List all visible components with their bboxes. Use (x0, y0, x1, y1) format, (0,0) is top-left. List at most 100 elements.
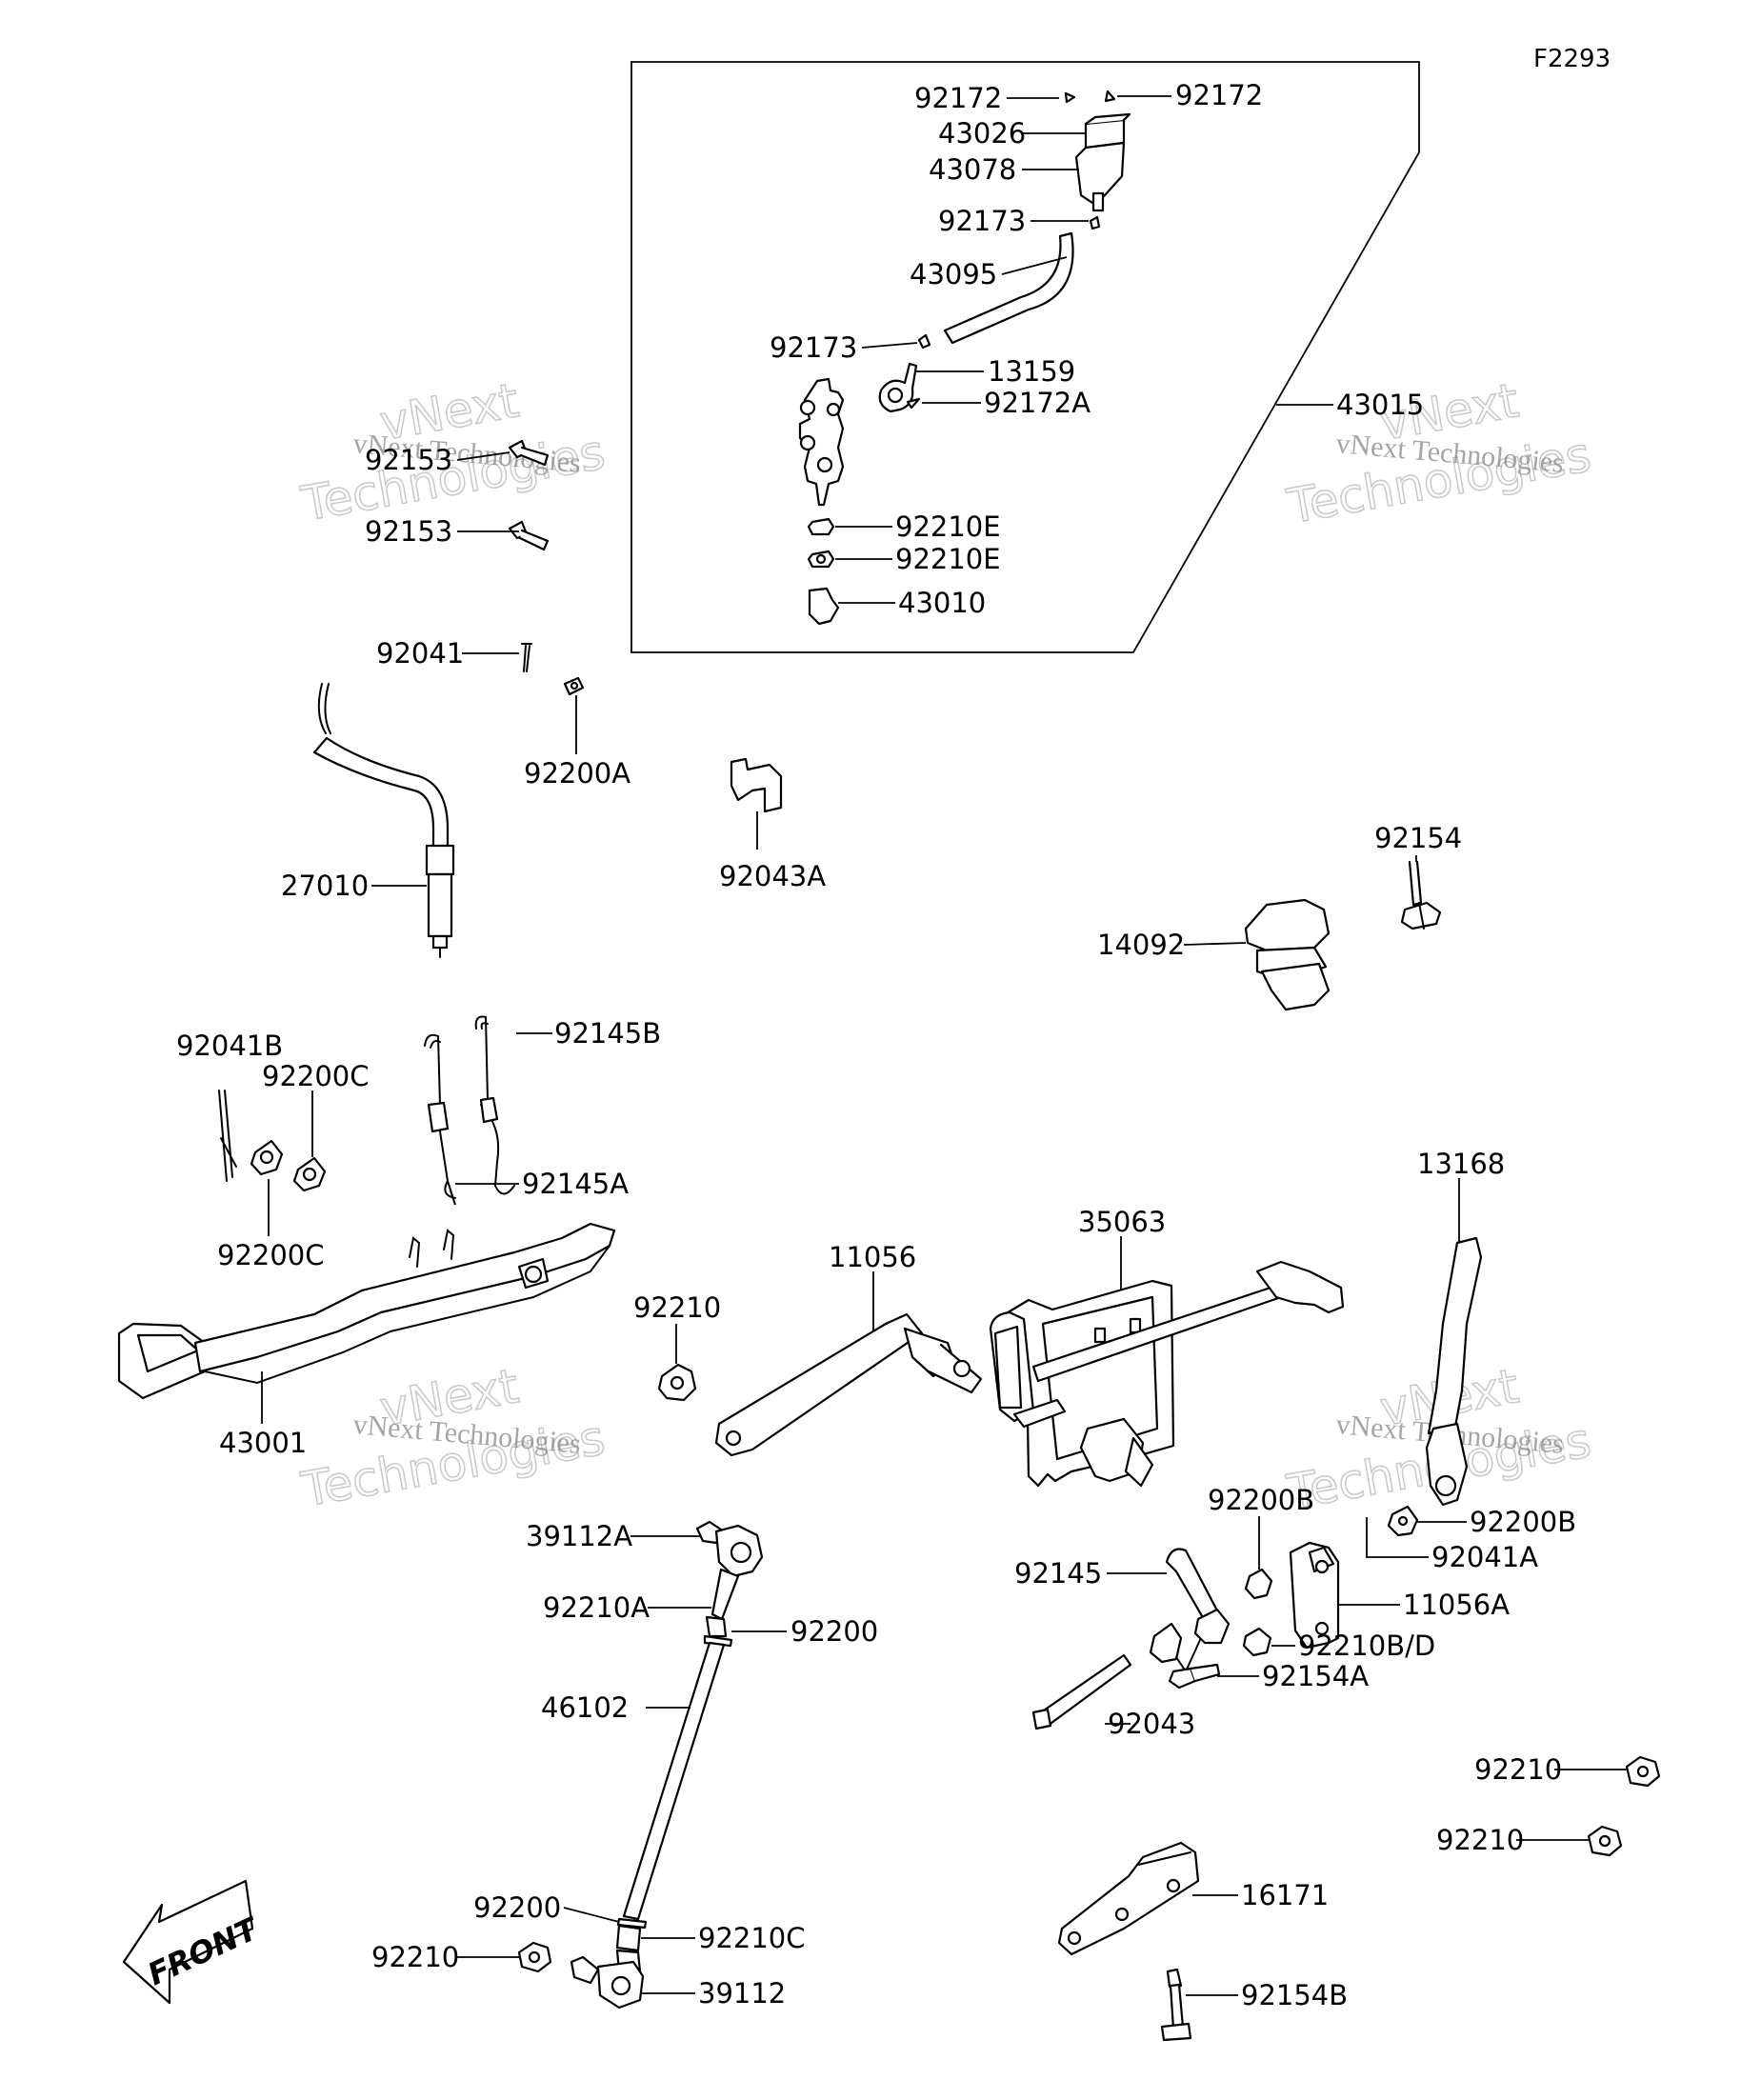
part-sensor-14092 (1244, 898, 1331, 1011)
part-washer-92200C-a (250, 1139, 284, 1176)
leader-lines (261, 95, 1627, 1996)
part-nut-92210E-lower (807, 550, 835, 569)
part-hose-43095 (943, 231, 1074, 345)
part-clip-92172-left (1064, 91, 1076, 104)
part-spring-92145 (1149, 1548, 1231, 1674)
part-nut-92210E-upper (807, 517, 835, 536)
label-92154A: 92154A (1262, 1660, 1369, 1692)
label-92200B-top: 92200B (1208, 1484, 1314, 1516)
part-labels: 92172 92172 43026 43078 92173 43095 9217… (176, 79, 1576, 2011)
watermark-right-top: vNext Technologies vNext Technologies (1282, 372, 1595, 535)
label-92210C: 92210C (698, 1922, 806, 1954)
label-92041: 92041 (376, 637, 464, 670)
part-plate-16171 (1057, 1841, 1200, 1956)
label-92210A: 92210A (543, 1591, 650, 1624)
label-92200-lower: 92200 (473, 1891, 561, 1924)
label-13168: 13168 (1417, 1148, 1505, 1180)
label-43095: 43095 (910, 258, 997, 290)
part-joint-39112A (695, 1520, 764, 1621)
part-nut-92210BD (1242, 1627, 1272, 1657)
part-joint-39112 (570, 1949, 645, 2010)
part-bolt-92154A (1168, 1663, 1221, 1690)
part-bolt-92154B (1160, 1968, 1192, 2042)
label-16171: 16171 (1241, 1879, 1329, 1911)
part-nut-92210A (705, 1615, 728, 1638)
part-washer-92200C-b (292, 1156, 327, 1192)
label-11056A: 11056A (1403, 1589, 1510, 1621)
part-yoke-11056A (1289, 1541, 1340, 1650)
part-washer-92200B-left (1244, 1568, 1273, 1600)
label-92210E-upper: 92210E (895, 510, 1001, 543)
label-92172-right: 92172 (1175, 79, 1263, 111)
label-92200C-lower: 92200C (217, 1239, 325, 1271)
part-nut-92210-mid (657, 1363, 697, 1402)
part-reservoir-cap-43026 (1084, 112, 1131, 150)
label-92041A: 92041A (1431, 1541, 1538, 1573)
part-bolt-92154 (1400, 860, 1442, 930)
part-washer-92200A (563, 676, 585, 696)
part-bracket-35063 (989, 1260, 1345, 1488)
label-92043A: 92043A (719, 860, 826, 892)
watermark-left-bottom: vNext Technologies vNext Technologies (296, 1358, 610, 1519)
part-clip-92172-right (1104, 90, 1116, 103)
label-92145: 92145 (1014, 1557, 1102, 1590)
part-pin-92043 (1031, 1653, 1132, 1730)
part-rod-46102 (622, 1641, 726, 1921)
label-13159: 13159 (988, 355, 1075, 388)
label-92210-right-upper: 92210 (1474, 1753, 1562, 1786)
front-direction-arrow: FRONT (122, 1879, 265, 2005)
label-43015: 43015 (1336, 389, 1424, 421)
label-14092: 14092 (1097, 929, 1185, 961)
label-92200A: 92200A (524, 757, 630, 790)
part-clevis-43010 (808, 587, 840, 626)
label-46102: 46102 (541, 1691, 629, 1724)
label-92210BD: 92210B/D (1298, 1630, 1435, 1662)
part-master-cylinder-body (798, 377, 845, 507)
label-11056: 11056 (829, 1241, 916, 1273)
assembly-frame (630, 61, 1420, 653)
label-92145B: 92145B (554, 1017, 661, 1050)
label-92173-lower: 92173 (770, 331, 857, 364)
part-brake-switch-27010 (312, 683, 455, 958)
diagram-code: F2293 (1533, 45, 1611, 73)
part-clamp-92173-top (1089, 215, 1101, 230)
label-92200B-right: 92200B (1470, 1506, 1576, 1538)
label-92172A: 92172A (984, 387, 1091, 419)
label-92210-right-lower: 92210 (1436, 1824, 1524, 1856)
part-brake-pedal-43001 (117, 1222, 616, 1400)
part-bolt-92153-lower (508, 520, 550, 551)
watermark-left-top: vNext Technologies vNext Technologies (296, 372, 610, 533)
part-bolt-92153-upper (508, 439, 550, 467)
label-92145A: 92145A (522, 1168, 629, 1200)
label-39112: 39112 (698, 1977, 786, 2010)
label-92210E-lower: 92210E (895, 543, 1001, 575)
part-nut-92210C (615, 1924, 642, 1952)
label-92173-upper: 92173 (938, 205, 1026, 237)
label-92043: 92043 (1108, 1708, 1195, 1740)
part-nut-92210-right-lower (1587, 1825, 1623, 1857)
label-43026: 43026 (938, 117, 1026, 150)
label-35063: 35063 (1078, 1206, 1166, 1238)
label-92153-upper: 92153 (365, 444, 452, 476)
label-92210-mid: 92210 (633, 1291, 721, 1324)
label-92154B: 92154B (1241, 1979, 1348, 2011)
part-nut-92210-bottom (517, 1941, 552, 1973)
label-92172-left: 92172 (914, 82, 1002, 114)
part-cotter-pin-92041B (218, 1090, 237, 1182)
part-cotter-pin-92041 (521, 643, 532, 672)
label-92154: 92154 (1374, 822, 1462, 854)
part-nut-92210-right-upper (1625, 1755, 1661, 1788)
part-washer-92200B-right (1387, 1505, 1419, 1537)
part-clamp-92173-bottom (917, 333, 931, 350)
label-92200C-upper: 92200C (262, 1060, 370, 1092)
part-lever-13168 (1425, 1236, 1483, 1507)
label-43078: 43078 (929, 153, 1016, 186)
part-clip-92172A (906, 397, 921, 410)
part-reservoir-43078 (1074, 141, 1126, 212)
label-92153-lower: 92153 (365, 515, 452, 548)
part-fitting-13159 (878, 362, 918, 413)
label-92200-upper: 92200 (790, 1615, 878, 1648)
label-92210-bottom: 92210 (371, 1941, 459, 1973)
part-bracket-92043A (730, 757, 783, 813)
